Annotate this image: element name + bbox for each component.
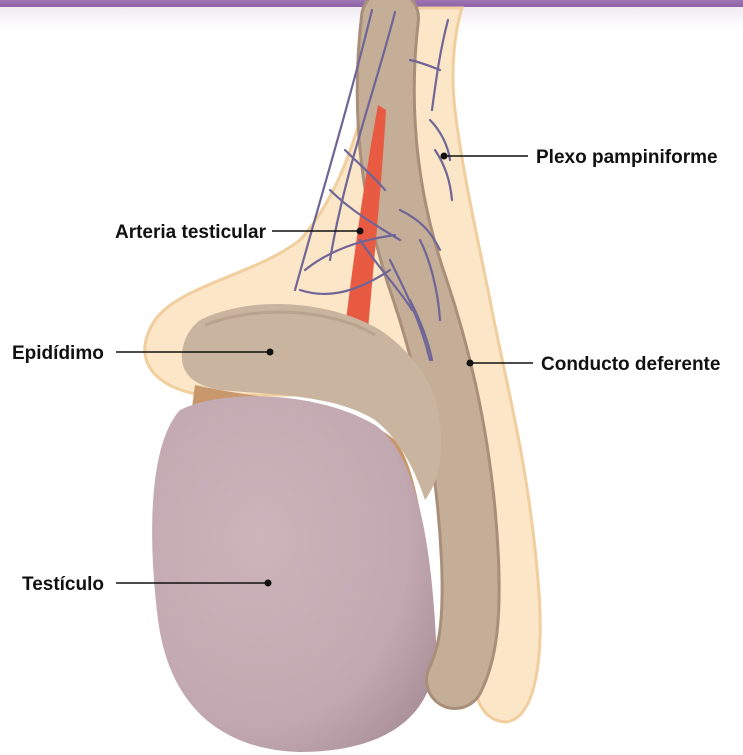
label-testicle: Testículo: [22, 574, 104, 595]
leader-dot-artery: [357, 228, 364, 235]
label-pampiniform: Plexo pampiniforme: [536, 147, 718, 168]
testicle: [152, 396, 436, 752]
leader-dot-pampiniform: [441, 153, 448, 160]
label-epididymis: Epidídimo: [12, 343, 104, 364]
leader-dot-testicle: [265, 580, 272, 587]
label-vas-deferens: Conducto deferente: [541, 354, 720, 375]
label-artery: Arteria testicular: [115, 222, 267, 243]
leader-dot-epididymis: [267, 349, 274, 356]
leader-dot-vas-deferens: [467, 360, 474, 367]
